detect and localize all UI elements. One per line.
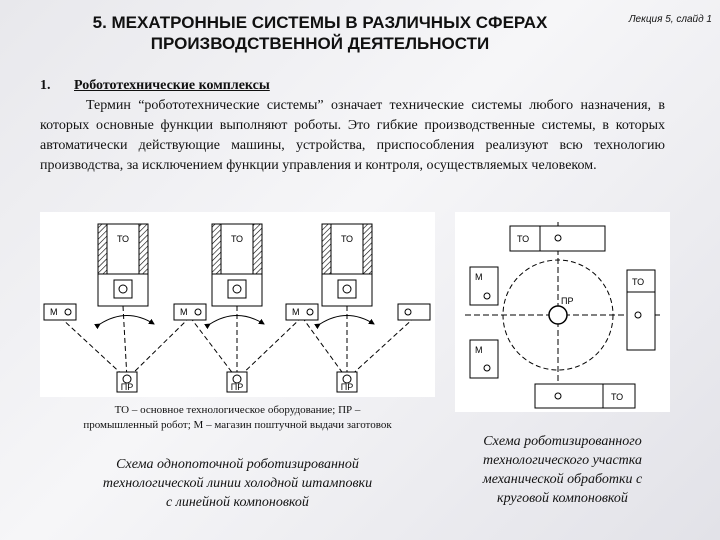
left-caption-line-2: технологической линии холодной штамповки <box>102 476 373 491</box>
title-line-2: ПРОИЗВОДСТВЕННОЙ ДЕЯТЕЛЬНОСТИ <box>150 34 490 53</box>
legend-line-2: промышленный робот; М – магазин поштучно… <box>83 419 392 431</box>
title-line-1: 5. МЕХАТРОННЫЕ СИСТЕМЫ В РАЗЛИЧНЫХ СФЕРА… <box>92 13 548 32</box>
pr-label-2: ПР <box>231 382 243 392</box>
m-label-3: М <box>292 307 300 317</box>
magazine-left-bottom: М <box>469 339 499 379</box>
pr-label-3: ПР <box>341 382 353 392</box>
pr-label-1: ПР <box>121 382 133 392</box>
page-title: 5. МЕХАТРОННЫЕ СИСТЕМЫ В РАЗЛИЧНЫХ СФЕРА… <box>50 12 590 54</box>
pr-center-label: ПР <box>561 296 573 306</box>
m-label-2: М <box>180 307 188 317</box>
m-label-1: М <box>50 307 58 317</box>
to-right-label: ТО <box>632 277 644 287</box>
magazine-left-top: М <box>469 266 499 306</box>
legend-line-1: ТО – основное технологическое оборудован… <box>114 404 361 416</box>
station-1: ТО ПР <box>59 223 191 393</box>
to-top-label: ТО <box>517 234 529 244</box>
m-left-bottom-label: М <box>475 345 483 355</box>
station-2: ТО ПР <box>189 223 303 393</box>
magazines: М М М <box>43 303 431 321</box>
left-caption-line-3: с линейной компоновкой <box>166 495 309 510</box>
to-label-2: ТО <box>231 234 243 244</box>
to-label-3: ТО <box>341 234 353 244</box>
section-title: Робототехнические комплексы <box>74 78 270 93</box>
right-caption-line-3: механической обработки с <box>482 472 643 487</box>
left-figure-caption: Схема однопоточной роботизированной техн… <box>40 455 435 512</box>
to-bottom-label: ТО <box>611 392 623 402</box>
section-heading: 1. Робототехнические комплексы <box>40 78 270 94</box>
linear-layout-svg: ТО ПР ТО ПР <box>43 223 431 393</box>
linear-layout-diagram: ТО ПР ТО ПР <box>40 212 435 397</box>
to-top: ТО <box>509 225 606 252</box>
to-bottom: ТО <box>534 383 636 409</box>
left-caption-line-1: Схема однопоточной роботизированной <box>116 457 359 472</box>
circular-layout-diagram: ТО ТО ТО М М ПР <box>455 212 670 412</box>
right-figure-caption: Схема роботизированного технологического… <box>450 432 675 508</box>
robot-work-zone <box>502 259 614 371</box>
magazine-1 <box>43 303 77 321</box>
magazine-4 <box>397 303 431 321</box>
to-label-1: ТО <box>117 234 129 244</box>
station-3: ТО ПР <box>301 223 416 393</box>
m-left-top-label: М <box>475 272 483 282</box>
right-caption-line-4: круговой компоновкой <box>497 491 628 506</box>
to-right: ТО <box>626 269 656 351</box>
lecture-label: Лекция 5, слайд 1 <box>628 14 712 25</box>
pr-robot-center: ПР <box>548 296 573 325</box>
right-caption-line-1: Схема роботизированного <box>483 434 642 449</box>
figure-legend: ТО – основное технологическое оборудован… <box>40 403 435 433</box>
right-caption-line-2: технологического участка <box>482 453 642 468</box>
magazine-2 <box>173 303 207 321</box>
circular-layout-svg: ТО ТО ТО М М ПР <box>465 222 660 409</box>
magazine-3 <box>285 303 319 321</box>
section-number: 1. <box>40 78 51 93</box>
section-paragraph: Термин “робототехнические системы” означ… <box>40 98 665 173</box>
